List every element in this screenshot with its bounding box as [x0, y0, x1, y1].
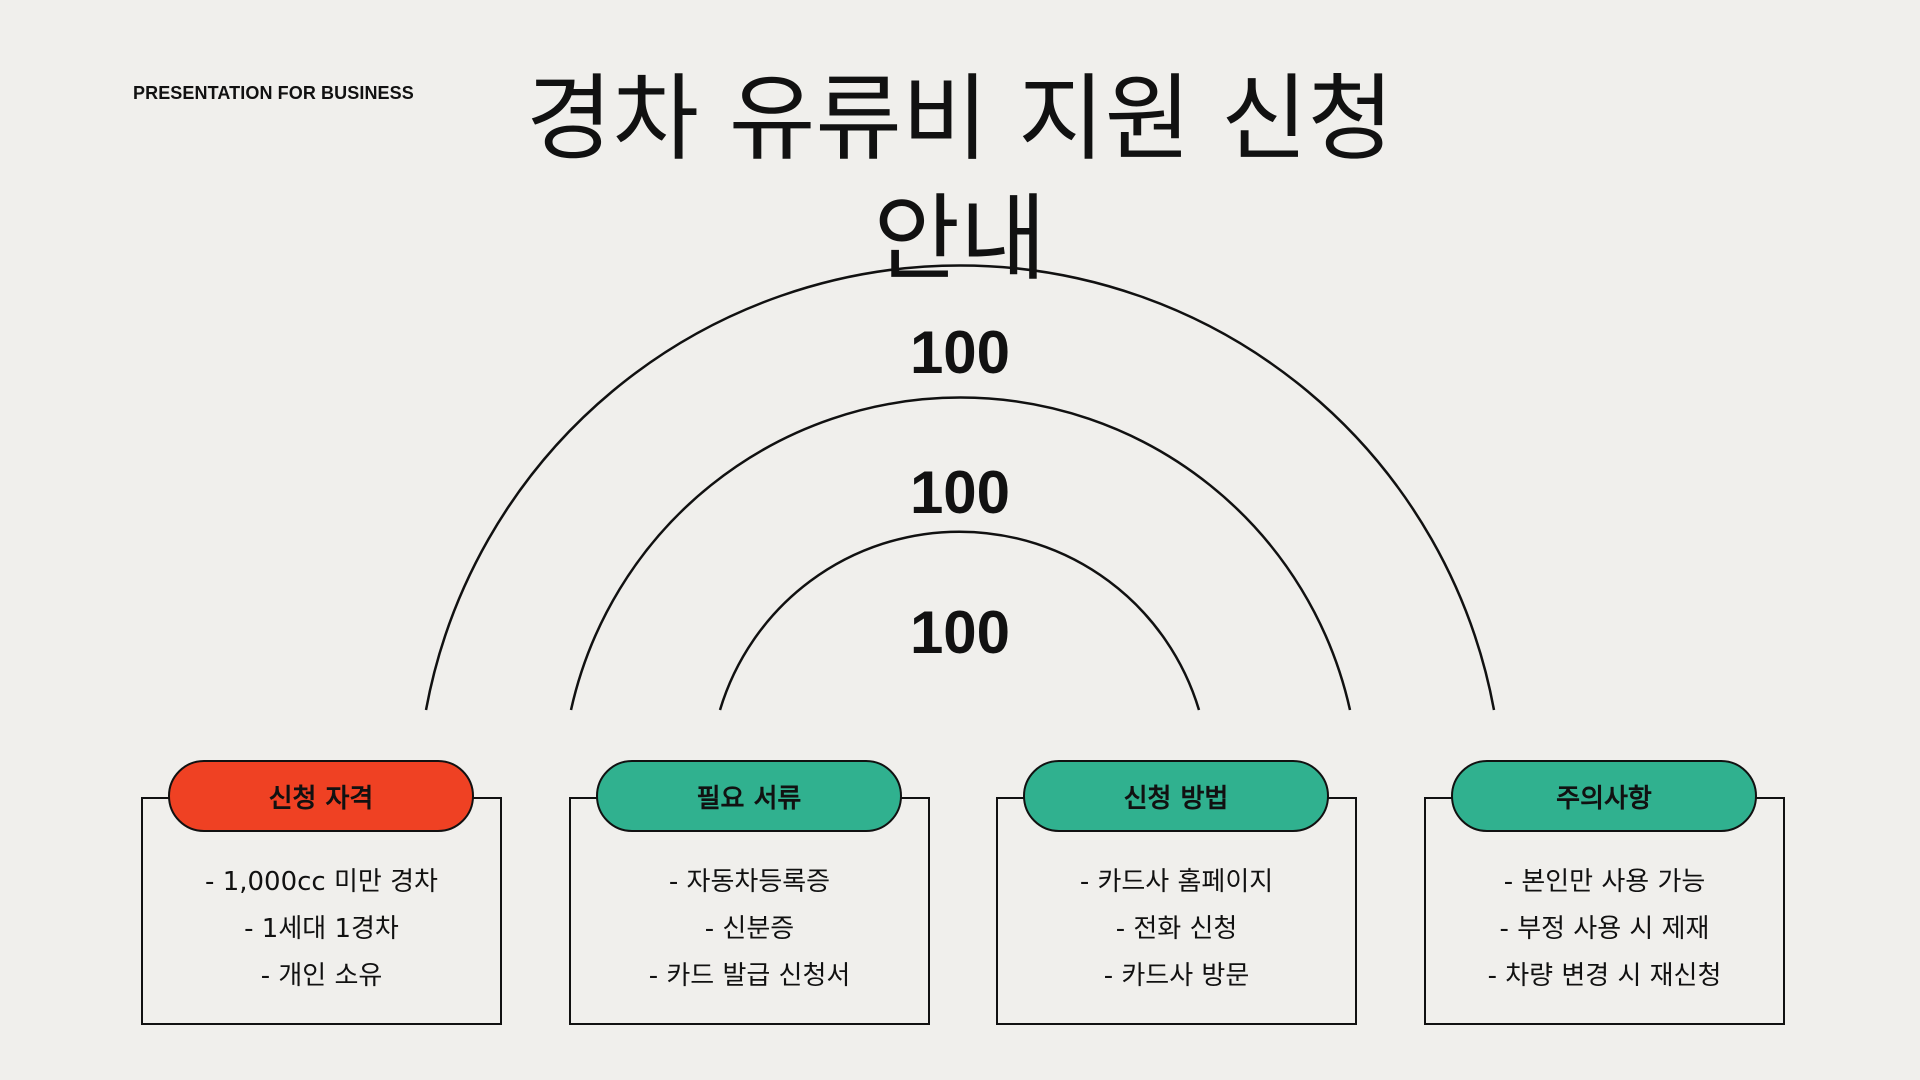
card-eligibility-header: 신청 자격: [168, 760, 474, 832]
list-item: - 부정 사용 시 제재: [1499, 914, 1710, 944]
card-cautions-header: 주의사항: [1451, 760, 1757, 832]
slide-title: 경차 유류비 지원 신청 안내: [526, 65, 1394, 294]
card-documents-header: 필요 서류: [596, 760, 902, 832]
list-item: - 1세대 1경차: [244, 914, 399, 944]
arc-middle: [569, 396, 1352, 711]
list-item: - 카드사 방문: [1103, 961, 1250, 991]
list-item: - 신분증: [704, 914, 795, 944]
card-documents-list: - 자동차등록증 - 신분증 - 카드 발급 신청서: [571, 859, 928, 1000]
list-item: - 1,000cc 미만 경차: [205, 867, 438, 897]
arc-inner-label: 100: [909, 599, 1011, 666]
arc-inner: [718, 530, 1201, 711]
list-item: - 개인 소유: [260, 961, 383, 991]
card-eligibility-list: - 1,000cc 미만 경차 - 1세대 1경차 - 개인 소유: [143, 859, 500, 1000]
arc-outer: [424, 264, 1496, 711]
eyebrow-label: PRESENTATION FOR BUSINESS: [133, 83, 414, 103]
list-item: - 카드사 홈페이지: [1079, 867, 1274, 897]
card-method: 신청 방법 - 카드사 홈페이지 - 전화 신청 - 카드사 방문: [996, 760, 1357, 1025]
arc-middle-label: 100: [909, 459, 1011, 526]
card-eligibility: 신청 자격 - 1,000cc 미만 경차 - 1세대 1경차 - 개인 소유: [141, 760, 502, 1025]
card-cautions-list: - 본인만 사용 가능 - 부정 사용 시 제재 - 차량 변경 시 재신청: [1426, 859, 1783, 1000]
card-cautions: 주의사항 - 본인만 사용 가능 - 부정 사용 시 제재 - 차량 변경 시 …: [1424, 760, 1785, 1025]
list-item: - 자동차등록증: [668, 867, 831, 897]
card-method-header: 신청 방법: [1023, 760, 1329, 832]
arc-outer-label: 100: [909, 319, 1011, 386]
list-item: - 카드 발급 신청서: [648, 961, 851, 991]
card-method-list: - 카드사 홈페이지 - 전화 신청 - 카드사 방문: [998, 859, 1355, 1000]
list-item: - 차량 변경 시 재신청: [1487, 961, 1722, 991]
list-item: - 본인만 사용 가능: [1503, 867, 1706, 897]
card-documents: 필요 서류 - 자동차등록증 - 신분증 - 카드 발급 신청서: [569, 760, 930, 1025]
list-item: - 전화 신청: [1115, 914, 1238, 944]
